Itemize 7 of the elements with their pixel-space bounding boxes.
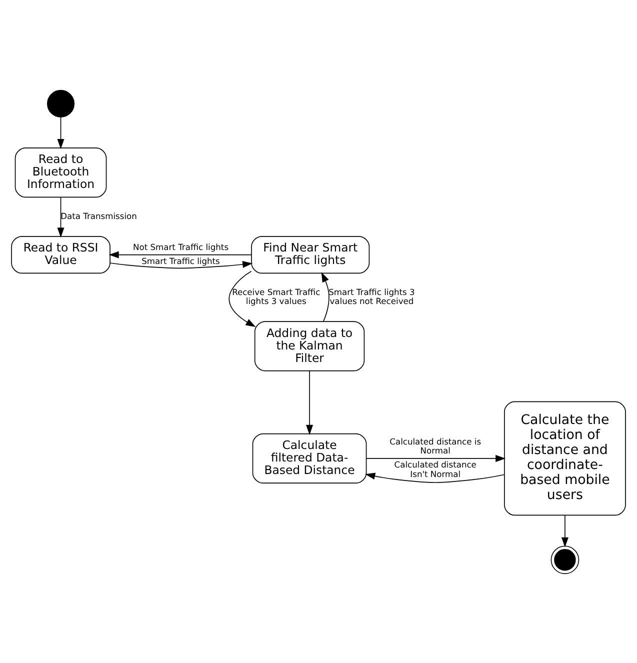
edge-label: Not Smart Traffic lights [132, 241, 229, 252]
edge-label: Calculated distance is Normal [390, 436, 482, 455]
edge-label: Receive Smart Traffic lights 3 values [232, 286, 320, 306]
edge-label: Smart Traffic lights 3 values not Received [328, 286, 415, 306]
edge-label: Calculated distance Isn't Normal [394, 459, 476, 478]
edge-label: Data Transmission [60, 210, 137, 220]
edge-label: Smart Traffic lights [142, 255, 220, 266]
